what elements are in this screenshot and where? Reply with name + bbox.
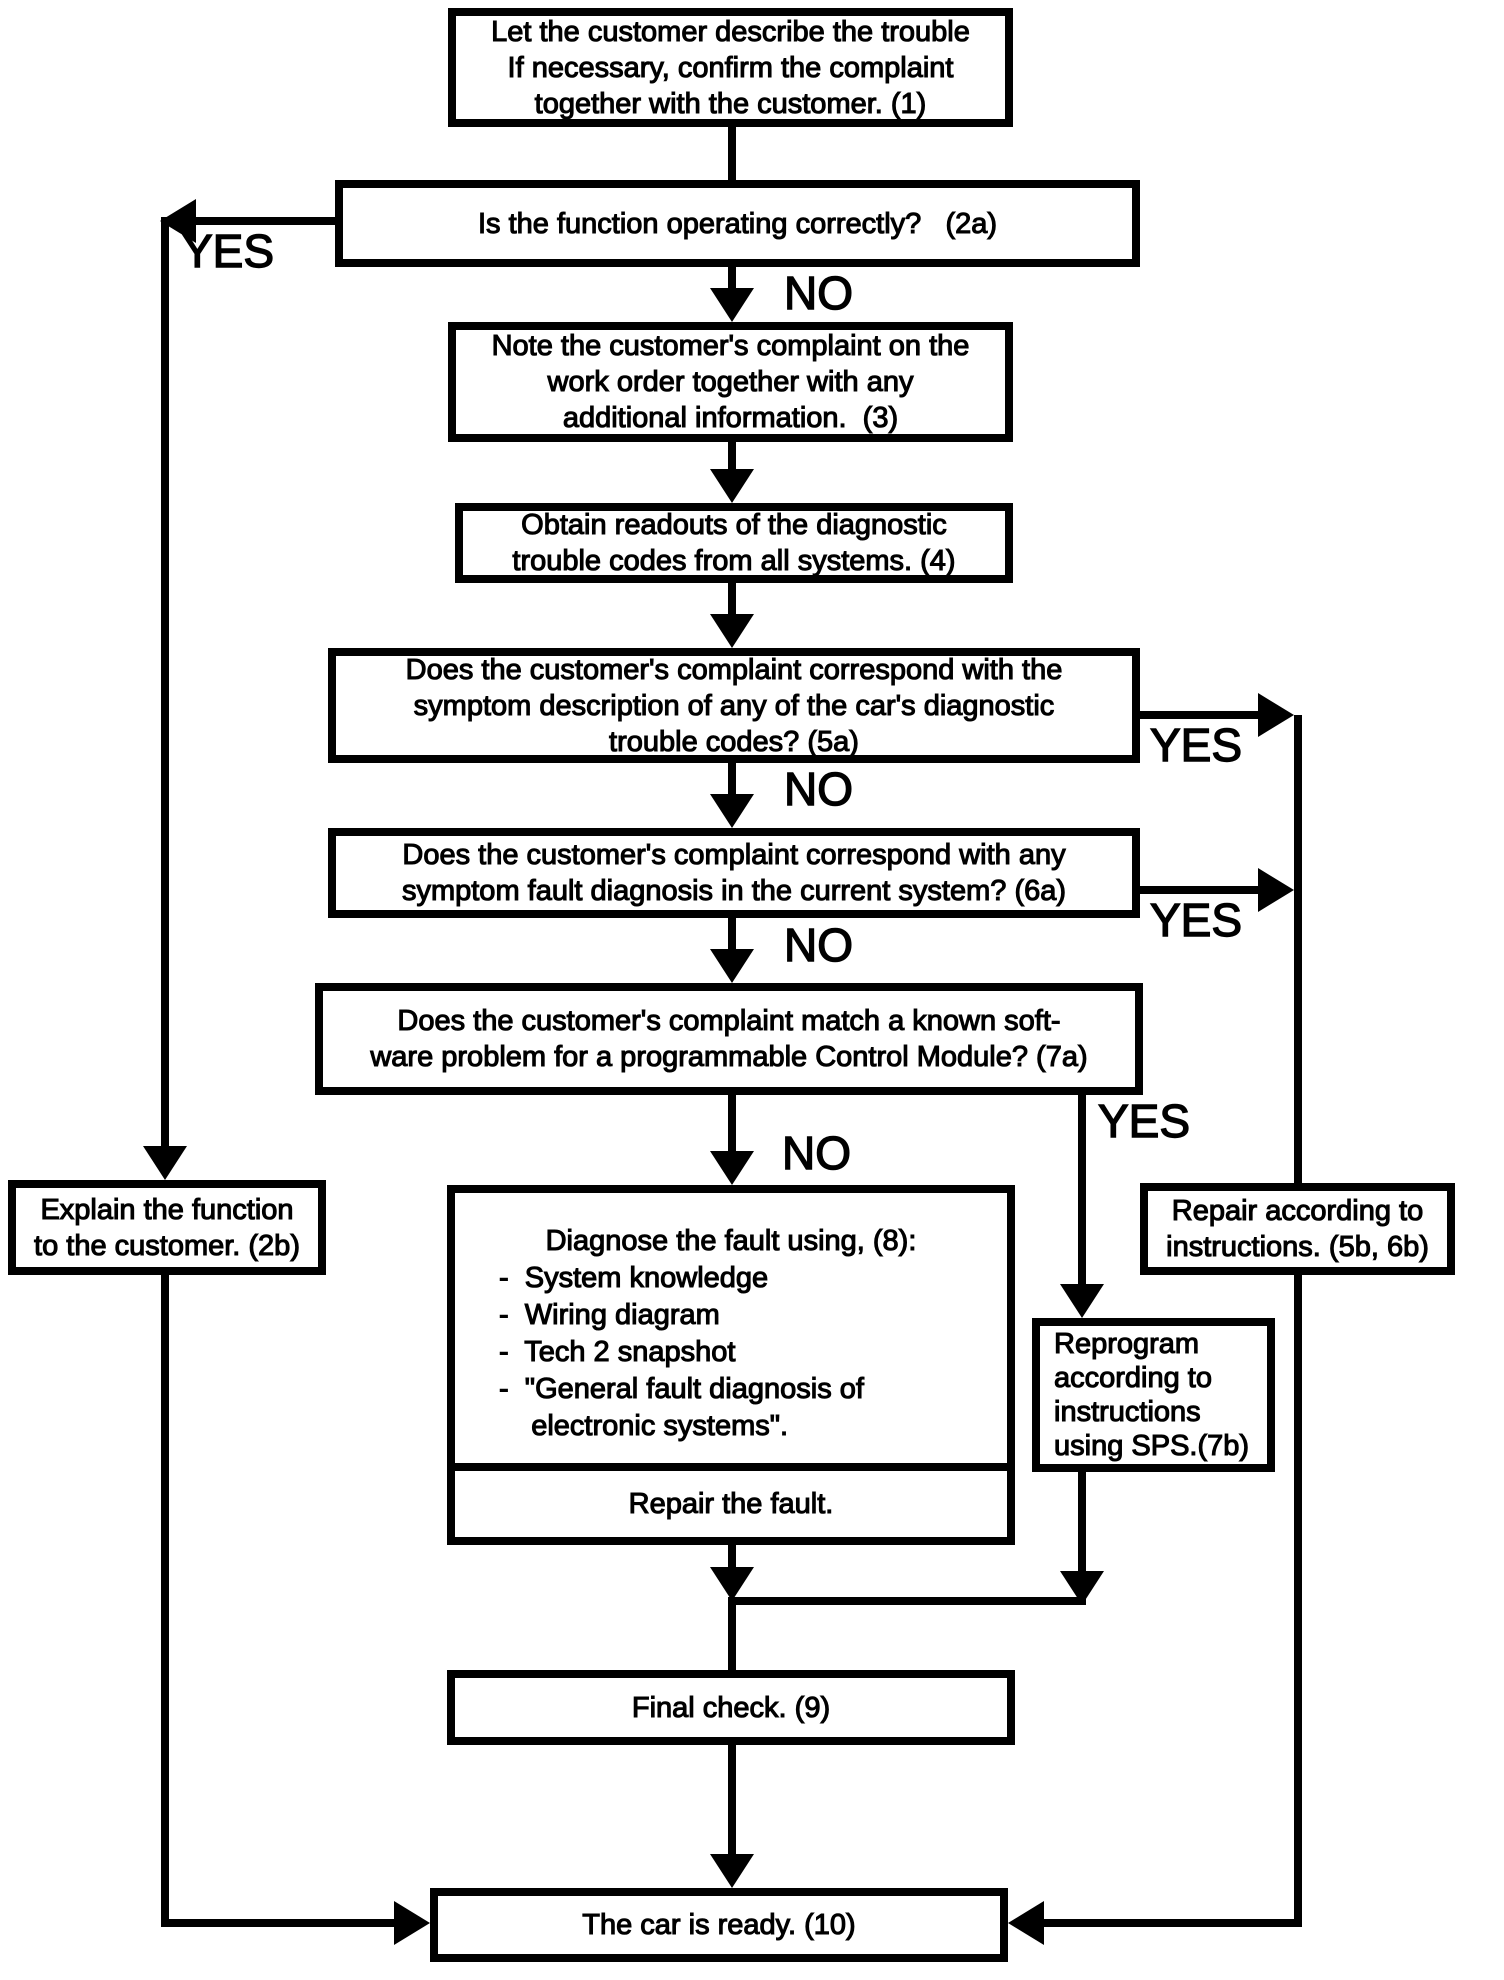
box-complaint-software: Does the customer's complaint match a kn… [315,983,1143,1095]
arrowhead-down-8-junction [710,1567,754,1601]
label-yes-5a: YES [1149,719,1243,771]
connector-5a-no [728,763,736,801]
box-repair-instructions: Repair according to instructions. (5b, 6… [1140,1183,1455,1275]
repair-fault-text: Repair the fault. [628,1487,834,1520]
connector-left-rail-lower [161,1275,169,1927]
arrowhead-down-into-8 [710,1151,754,1185]
connector-1-to-2a [728,127,736,180]
box-describe-trouble: Let the customer describe the trouble If… [448,8,1013,127]
box-complaint-symptom: Does the customer's complaint correspond… [328,828,1140,918]
box-final-check: Final check. (9) [447,1670,1015,1745]
box-function-operating: Is the function operating correctly? (2a… [335,180,1140,267]
box-reprogram: Reprogram according to instructions usin… [1032,1318,1275,1472]
box-complaint-symptom-text: Does the customer's complaint correspond… [401,838,1067,907]
box-explain-function-text: Explain the function to the customer. (2… [33,1193,300,1262]
label-no-5a: NO [783,763,853,815]
box-car-ready: The car is ready. (10) [430,1888,1008,1962]
label-no-2a: NO [783,267,853,319]
connector-7a-yes-vertical [1078,1095,1086,1288]
box-complaint-dtc-text: Does the customer's complaint correspond… [405,653,1063,758]
connector-left-rail-upper [161,217,169,1150]
connector-right-trunk-upper [1294,715,1302,1183]
connector-right-trunk-lower [1294,1275,1302,1927]
box-repair-instructions-text: Repair according to instructions. (5b, 6… [1166,1194,1430,1263]
box-reprogram-text: Reprogram according to instructions usin… [1053,1327,1250,1462]
connector-5b6b-to-10 [1044,1919,1302,1927]
box-note-complaint-text: Note the customer's complaint on the wor… [491,329,970,434]
connector-6a-no [728,918,736,956]
arrowhead-down-into-7b [1060,1284,1104,1318]
box-complaint-dtc: Does the customer's complaint correspond… [328,648,1140,763]
box-diagnose-fault: Diagnose the fault using, (8): - System … [447,1185,1015,1545]
connector-4-to-5a [728,583,736,621]
connector-7a-no [728,1095,736,1157]
connector-2a-no [728,267,736,295]
box-obtain-readouts: Obtain readouts of the diagnostic troubl… [455,503,1013,583]
diagnose-bullet-list: - System knowledge - Wiring diagram - Te… [498,1261,864,1442]
box-note-complaint: Note the customer's complaint on the wor… [448,322,1013,442]
arrowhead-down-into-7a [710,949,754,983]
arrowhead-down-into-10 [710,1854,754,1888]
label-no-6a: NO [783,919,853,971]
arrowhead-down-into-3 [710,288,754,322]
diagnose-title: Diagnose the fault using, (8): [545,1224,917,1257]
arrowhead-right-5a-yes [1258,693,1294,737]
arrowhead-right-6a-yes [1258,868,1294,912]
box-car-ready-text: The car is ready. (10) [582,1908,857,1941]
arrowhead-down-into-5a [710,614,754,648]
arrowhead-left-into-10 [1008,1901,1044,1945]
connector-9-to-10 [728,1745,736,1860]
repair-fault-section: Repair the fault. [455,1463,1007,1537]
box-function-operating-text: Is the function operating correctly? (2a… [477,207,998,240]
diagnose-upper-section: Diagnose the fault using, (8): - System … [455,1193,1007,1463]
connector-junction-horizontal [728,1597,1086,1605]
connector-7b-down [1078,1472,1086,1576]
box-describe-trouble-text: Let the customer describe the trouble If… [491,15,971,120]
box-complaint-software-text: Does the customer's complaint match a kn… [370,1004,1088,1073]
arrowhead-down-into-4 [710,469,754,503]
connector-8-down [728,1545,736,1573]
label-yes-7a: YES [1097,1095,1191,1147]
arrowhead-down-into-6a [710,794,754,828]
connector-junction-to-9 [728,1597,736,1670]
connector-2a-yes-horizontal [196,217,340,225]
arrowhead-down-into-2b [143,1146,187,1180]
connector-3-to-4 [728,442,736,476]
connector-6a-yes-horizontal [1130,886,1260,894]
label-yes-2a: YES [181,225,275,277]
box-final-check-text: Final check. (9) [631,1691,831,1724]
label-yes-6a: YES [1149,894,1243,946]
box-obtain-readouts-text: Obtain readouts of the diagnostic troubl… [512,508,956,577]
arrowhead-right-into-10 [394,1901,430,1945]
label-no-7a: NO [781,1127,851,1179]
connector-5a-yes-horizontal [1130,711,1260,719]
arrowhead-left-2a-yes [160,199,196,243]
box-explain-function: Explain the function to the customer. (2… [8,1180,326,1275]
connector-2b-to-10 [161,1919,394,1927]
arrowhead-down-7b-junction [1060,1571,1104,1605]
